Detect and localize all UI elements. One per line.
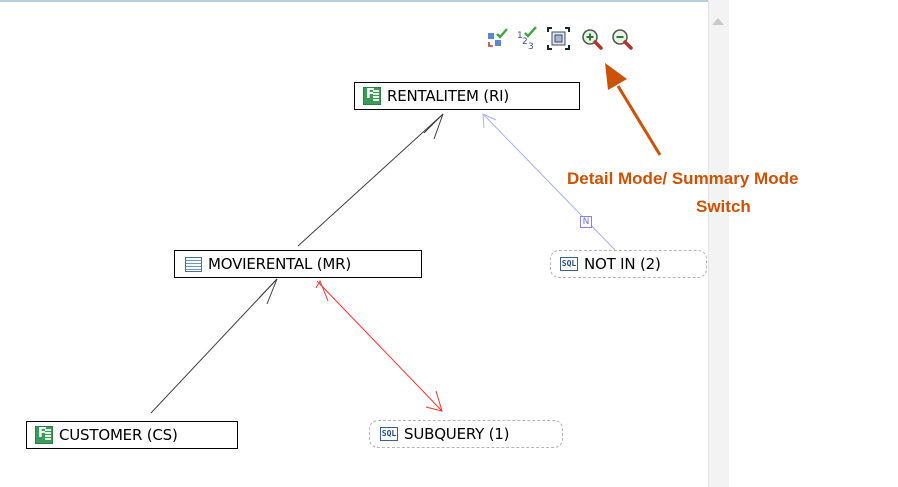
svg-text:2: 2 xyxy=(522,37,528,47)
callout-arrow-head xyxy=(605,63,627,90)
sql-icon: SQL xyxy=(380,427,398,441)
callout-line1: Detail Mode/ Summary Mode xyxy=(567,169,799,188)
node-movierental[interactable]: MOVIERENTAL (MR) xyxy=(174,250,422,278)
node-customer[interactable]: F CUSTOMER (CS) xyxy=(26,421,238,449)
edge-notin-ri-arrowhead xyxy=(482,113,497,129)
node-subquery[interactable]: SQL SUBQUERY (1) xyxy=(369,420,563,448)
sql-icon: SQL xyxy=(560,257,578,271)
edge-mr-subquery-arrowhead xyxy=(425,390,443,412)
table-f-icon: F xyxy=(363,87,381,105)
edge-cs-mr-arrowhead xyxy=(258,278,278,305)
node-label: NOT IN (2) xyxy=(584,255,661,273)
edge-mr-ri-arrowhead xyxy=(423,113,444,140)
edge-mr-subquery-tail xyxy=(315,279,329,302)
zoom-in-icon[interactable] xyxy=(580,26,604,52)
edge-cs-mr xyxy=(150,278,278,414)
callout-line2: Switch xyxy=(696,197,751,216)
auto-layout-icon[interactable] xyxy=(486,26,510,52)
top-border xyxy=(0,0,712,2)
node-label: MOVIERENTAL (MR) xyxy=(208,255,352,273)
vertical-scrollbar[interactable] xyxy=(708,0,729,487)
detail-summary-toggle-icon[interactable] xyxy=(546,26,570,52)
node-not-in[interactable]: SQL NOT IN (2) xyxy=(550,250,707,278)
node-rentalitem[interactable]: F RENTALITEM (RI) xyxy=(354,82,580,110)
table-f-icon: F xyxy=(35,426,53,444)
node-label: SUBQUERY (1) xyxy=(404,425,510,443)
svg-text:3: 3 xyxy=(528,42,534,52)
sequence-numbers-icon[interactable]: 1 2 3 xyxy=(516,26,540,52)
edge-mr-ri xyxy=(297,113,444,247)
zoom-out-icon[interactable] xyxy=(610,26,634,52)
edge-notin-ri xyxy=(482,113,616,251)
edge-mr-subquery xyxy=(316,280,443,412)
not-in-edge-badge: N xyxy=(580,216,592,228)
callout-arrow-line xyxy=(616,85,662,156)
table-icon xyxy=(185,256,202,272)
scroll-up-arrow-icon[interactable] xyxy=(712,18,724,25)
node-label: RENTALITEM (RI) xyxy=(387,87,510,105)
svg-text:1: 1 xyxy=(517,31,523,41)
node-label: CUSTOMER (CS) xyxy=(59,426,178,444)
